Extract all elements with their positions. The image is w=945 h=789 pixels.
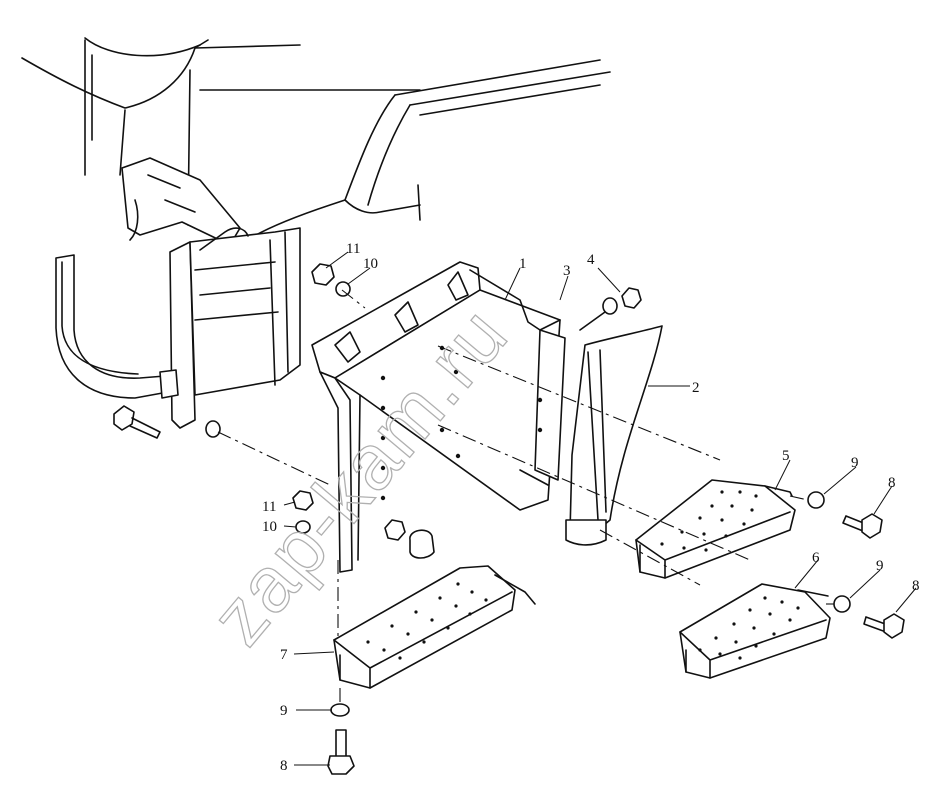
washer-9c <box>330 703 350 717</box>
rear-bracket <box>121 157 301 429</box>
cab-body <box>21 37 611 246</box>
step-6 <box>679 583 831 679</box>
washer-3 <box>602 297 618 315</box>
assembly-centerlines <box>217 289 834 705</box>
callout-2: 2 <box>692 380 700 396</box>
callout-3: 3 <box>563 263 571 279</box>
nut-11-low <box>292 490 314 511</box>
callout-5: 5 <box>782 448 790 464</box>
nut-center <box>384 519 406 541</box>
callout-8c: 8 <box>280 758 288 774</box>
rubber-bushing <box>409 529 435 559</box>
callout-8b: 8 <box>912 578 920 594</box>
step-support-2 <box>565 325 663 546</box>
callout-9b: 9 <box>876 558 884 574</box>
callout-10a: 10 <box>363 256 378 272</box>
bolt-8a <box>842 513 883 539</box>
leader-lines <box>283 251 917 766</box>
step-7 <box>333 565 536 689</box>
washer-9b <box>833 595 851 613</box>
bolt-8c <box>327 729 355 775</box>
bolt-left <box>113 405 161 439</box>
handrail <box>55 254 179 399</box>
callout-7: 7 <box>280 647 288 663</box>
bolt-8b <box>863 613 905 639</box>
callout-9a: 9 <box>851 455 859 471</box>
callout-8a: 8 <box>888 475 896 491</box>
washer-left <box>205 420 221 438</box>
step-5 <box>635 479 796 579</box>
callout-11b: 11 <box>262 499 276 515</box>
callout-11a: 11 <box>346 241 360 257</box>
callout-6: 6 <box>812 550 820 566</box>
callout-9c: 9 <box>280 703 288 719</box>
washer-9a <box>807 491 825 509</box>
nut-4 <box>621 287 642 309</box>
bolt-3-shank <box>579 311 606 331</box>
washer-10-top <box>335 281 351 297</box>
callout-1: 1 <box>519 256 527 272</box>
callout-4: 4 <box>587 252 595 268</box>
callout-10b: 10 <box>262 519 277 535</box>
mounting-plate-1 <box>311 261 566 573</box>
nut-11-top <box>311 263 335 286</box>
